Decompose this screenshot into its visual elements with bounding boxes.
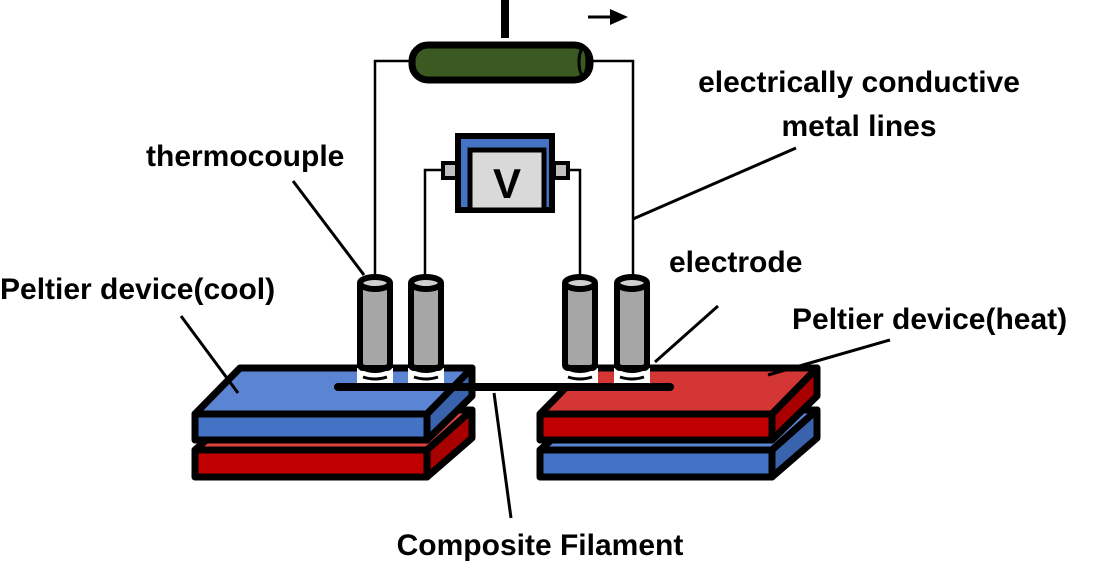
leader-filament	[492, 392, 513, 519]
cylinder-cap	[562, 274, 598, 292]
voltmeter-terminal-right	[552, 161, 570, 180]
label-thermocouple: thermocouple	[146, 140, 344, 173]
current-symbol-bar	[501, 0, 509, 38]
cylinder-body	[357, 279, 393, 371]
current-arrow-head	[610, 9, 628, 25]
cylinder-base	[615, 363, 649, 373]
contact-pad	[562, 368, 598, 384]
peltier-cool-lower-front	[191, 446, 431, 481]
label-electrode: electrode	[669, 246, 802, 279]
leader-lines	[179, 146, 891, 519]
outer-wire-left	[373, 59, 412, 277]
cylinder-base	[563, 363, 597, 373]
contact-pad-mark	[413, 375, 439, 381]
leader-peltier-cool	[179, 315, 240, 394]
resistor	[408, 41, 594, 84]
outer-wire-right	[590, 59, 635, 277]
current-indicator	[501, 0, 628, 38]
cylinder-cap	[614, 274, 650, 292]
contact-pad	[408, 368, 444, 384]
labels: electrically conductive metal lines ther…	[0, 66, 1067, 562]
label-metal-lines-line1: electrically conductive	[698, 66, 1020, 99]
contact-pads	[357, 368, 650, 384]
voltmeter-wire-left	[423, 168, 446, 277]
leader-thermocouple	[291, 180, 366, 276]
probe-cylinders	[357, 274, 650, 373]
contact-pad	[614, 368, 650, 384]
circuit-wires	[373, 59, 635, 277]
cylinder-body	[408, 279, 444, 371]
voltmeter-symbol: V	[493, 160, 521, 207]
electrode-cylinder-right	[562, 274, 598, 373]
leader-peltier-heat	[767, 338, 891, 377]
electrode-cylinder-left	[408, 274, 444, 373]
cylinder-body	[614, 279, 650, 371]
voltmeter-face	[467, 147, 547, 213]
leader-electrode	[654, 304, 719, 364]
peltier-cool-upper-front	[191, 410, 431, 444]
thermocouple-cylinder-right	[614, 274, 650, 373]
label-peltier-cool: Peltier device(cool)	[0, 273, 275, 306]
cylinder-base	[358, 363, 392, 373]
thermocouple-cylinder-left	[357, 274, 393, 373]
label-composite-filament: Composite Filament	[397, 529, 684, 562]
voltmeter-wire-right	[566, 168, 582, 277]
contact-pad-mark	[362, 375, 388, 381]
resistor-body	[408, 41, 594, 84]
cylinder-body	[562, 279, 598, 371]
peltier-heat-lower-front	[536, 446, 776, 481]
peltier-cool-stack	[191, 364, 476, 481]
cylinder-cap	[408, 274, 444, 292]
cylinder-base	[409, 363, 443, 373]
peltier-heat-upper-front	[536, 410, 776, 444]
peltier-heat-stack	[536, 364, 821, 481]
contact-pad-mark	[567, 375, 593, 381]
label-peltier-heat: Peltier device(heat)	[792, 303, 1067, 336]
contact-pad-mark	[619, 375, 645, 381]
label-metal-lines-line2: metal lines	[781, 110, 936, 143]
contact-pad	[357, 368, 393, 384]
cylinder-cap	[357, 274, 393, 292]
leader-metal-lines	[632, 146, 797, 221]
voltmeter-terminal-left	[441, 161, 459, 180]
voltmeter: V	[441, 133, 570, 213]
resistor-end-cap	[577, 47, 589, 77]
